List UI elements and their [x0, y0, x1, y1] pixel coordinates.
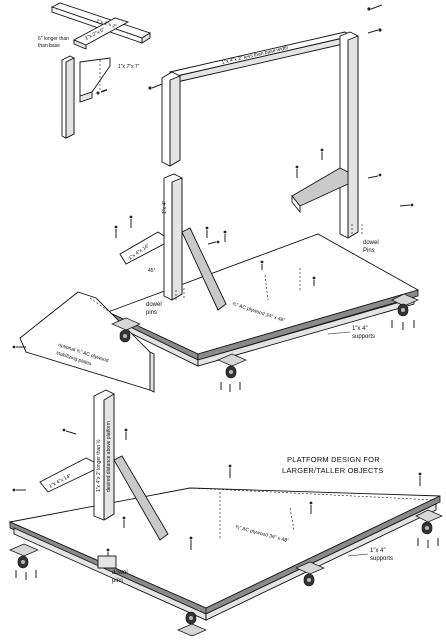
dowel-bottom-2: pins: [112, 578, 123, 584]
left-small-brace: [119, 231, 165, 265]
supports-top-2: supports: [352, 334, 375, 340]
dowel-bottom-1: dowel: [112, 570, 128, 576]
platform-bottom: ¾" AC plywood 36" x 48" 1"x 4" supports …: [8, 464, 441, 621]
longer-label-1: 6" longer than: [38, 36, 69, 42]
caster: [9, 543, 39, 580]
dowel-block: [97, 555, 117, 569]
tall-post-label-2: desired distance above platform: [106, 421, 112, 492]
supports-bottom-2: supports: [370, 556, 393, 562]
dowel-right-1: dowel: [363, 240, 379, 246]
tall-diagonal: [113, 455, 169, 541]
right-diagonal-brace: dowel Pins: [291, 148, 414, 254]
angle-45-label: 45°: [148, 268, 156, 274]
upper-gantry: 1"x 4"x 2" less than base width: [148, 28, 382, 239]
caster: [217, 353, 247, 392]
caster: [295, 561, 325, 587]
dowel-left-1: dowel: [146, 302, 162, 308]
longer-label-2: than base: [38, 43, 60, 49]
caster: [415, 509, 443, 548]
supports-top-1: 1"x 4": [352, 326, 368, 332]
tall-post-label: 1"x 4"x 2' longer than ½: [95, 439, 102, 492]
support-right-bottom: [205, 503, 437, 621]
left-post-assembly: 1"x 4" 1"x 4"x 14" 45° dowel pins: [114, 173, 227, 316]
tall-post-assembly: 1"x 4"x 2' longer than ½ desired distanc…: [12, 389, 169, 560]
screw-top-right: [367, 4, 383, 11]
caster: [177, 611, 207, 637]
dowel-right-2: Pins: [363, 248, 375, 254]
platform-title: PLATFORM DESIGN FOR LARGER/TALLER OBJECT…: [282, 455, 384, 475]
bracket-label: 1"x 7"x 7": [118, 64, 140, 70]
support-right: [197, 297, 415, 367]
caster: [111, 317, 141, 343]
left-diagonal: [181, 227, 227, 311]
dowel-left-2: pins: [146, 310, 157, 316]
platform-title-line-1: PLATFORM DESIGN FOR: [287, 455, 380, 464]
upright-with-bracket: 1"x 7"x 7": [61, 55, 140, 139]
casters-top-platform: [111, 293, 419, 392]
triangle-bracket: [79, 57, 111, 97]
casters-bottom-platform: [9, 509, 443, 637]
supports-bottom-1: 1"x 4": [370, 548, 386, 554]
stabilizing-plate: optional ¾" AC plywood stabilizing plate…: [12, 291, 155, 393]
platform-title-line-2: LARGER/TALLER OBJECTS: [282, 466, 384, 475]
caster: [391, 293, 419, 330]
t-cross-assembly: 1"x 2"x 2" 1"x 2"x 5" 6" longer than tha…: [38, 2, 152, 50]
tall-small-brace: [39, 457, 95, 493]
post-1x4-label: 1"x 4": [162, 201, 168, 214]
